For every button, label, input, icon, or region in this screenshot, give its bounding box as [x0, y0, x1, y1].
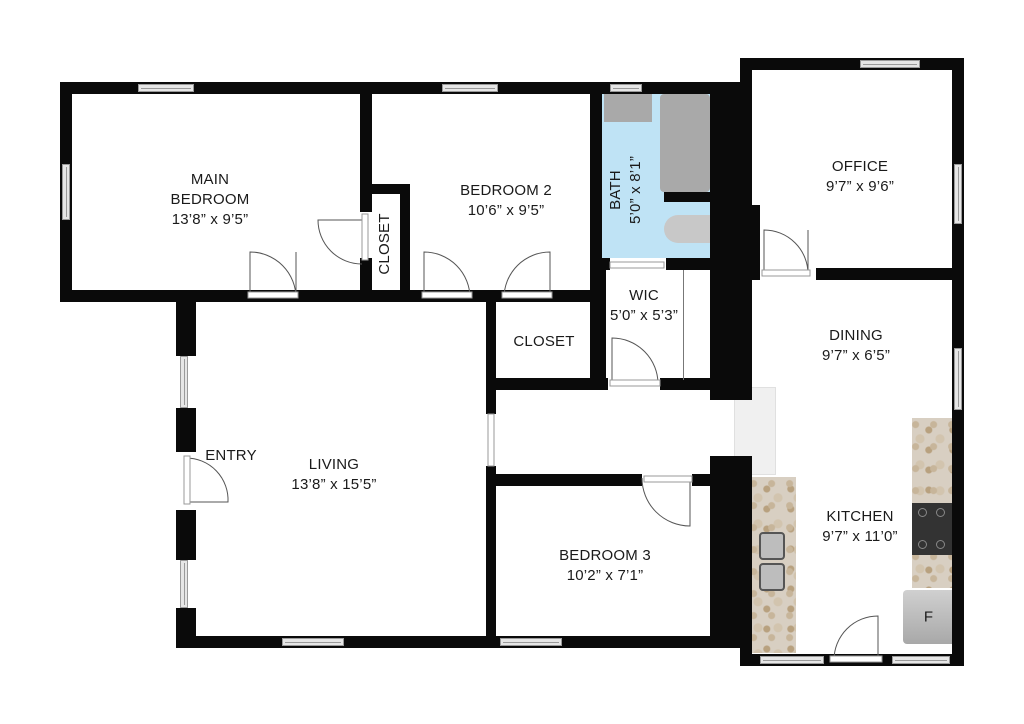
room-dining: DINING 9’7” x 6’5” [796, 326, 916, 366]
wall [60, 82, 740, 94]
wall [660, 378, 716, 390]
wall [360, 184, 410, 194]
room-name: KITCHEN [826, 508, 894, 525]
wall [664, 192, 712, 202]
room-living: LIVING 13’8” x 15’5” [272, 455, 396, 495]
window [180, 356, 188, 408]
window [138, 84, 194, 92]
room-dimensions: 9’7” x 11’0” [822, 528, 898, 545]
room-dimensions: 10’2” x 7’1” [566, 567, 644, 584]
wall [816, 268, 964, 280]
wall [596, 268, 606, 390]
room-name: BEDROOM [170, 191, 250, 208]
window [892, 656, 950, 664]
window [610, 84, 642, 92]
kitchen-sink-icon [759, 532, 785, 560]
room-kitchen: KITCHEN 9’7” x 11’0” [800, 507, 920, 547]
room-closet-main: CLOSET [375, 204, 395, 284]
room-name: BATH [607, 170, 624, 210]
room-dimensions: 9’7” x 6’5” [821, 347, 891, 364]
room-name: OFFICE [831, 158, 889, 175]
room-dimensions: 13’8” x 9’5” [171, 211, 249, 228]
toilet-icon [664, 215, 710, 243]
wall [486, 474, 642, 486]
wall [400, 184, 410, 302]
wall [740, 268, 760, 280]
room-entry: ENTRY [196, 446, 266, 466]
fridge-icon: F [903, 590, 954, 644]
kitchen-sink-icon [759, 563, 785, 591]
wall [740, 205, 760, 277]
room-dimensions: 5’0” x 8’1” [627, 155, 644, 225]
room-bedroom-3: BEDROOM 3 10’2” x 7’1” [540, 546, 670, 586]
fridge-label: F [923, 608, 934, 626]
room-dimensions: 5’0” x 5’3” [609, 307, 679, 324]
room-dimensions: 10’6” x 9’5” [467, 202, 545, 219]
room-office: OFFICE 9’7” x 9’6” [800, 157, 920, 197]
room-name: DINING [829, 327, 883, 344]
closet-rod [683, 270, 684, 380]
wall [486, 466, 496, 646]
wall [360, 258, 372, 302]
wall [600, 258, 610, 270]
window [442, 84, 498, 92]
room-dimensions: 13’8” x 15’5” [291, 476, 377, 493]
wall [740, 456, 752, 666]
room-name: BEDROOM 2 [460, 182, 552, 199]
wall [666, 258, 716, 270]
room-name: LIVING [308, 456, 360, 473]
room-name: BEDROOM 3 [559, 547, 651, 564]
room-dimensions: 9’7” x 9’6” [825, 178, 895, 195]
room-name: WIC [629, 287, 659, 304]
window [62, 164, 70, 220]
wall [740, 278, 752, 400]
window [860, 60, 920, 68]
room-wic: WIC 5’0” x 5’3” [594, 286, 694, 326]
bathtub-icon [660, 94, 710, 192]
window [954, 164, 962, 224]
room-name: MAIN [190, 171, 230, 188]
room-name: CLOSET [513, 333, 575, 350]
room-bath: BATH 5’0” x 8’1” [606, 130, 646, 250]
room-bedroom-2: BEDROOM 2 10’6” x 9’5” [436, 181, 576, 221]
room-closet-hall: CLOSET [504, 332, 584, 352]
room-name: ENTRY [205, 447, 257, 464]
wall [486, 378, 608, 390]
window [954, 348, 962, 410]
wall [176, 300, 196, 356]
room-name: CLOSET [376, 213, 393, 275]
door-icon [249, 251, 297, 299]
window [760, 656, 824, 664]
wall [740, 58, 752, 108]
wall [176, 408, 196, 452]
window [180, 560, 188, 608]
window [500, 638, 562, 646]
wall [360, 82, 372, 212]
stove-icon [912, 503, 954, 555]
room-main-bedroom: MAIN BEDROOM 13’8” x 9’5” [150, 170, 270, 230]
wall [486, 294, 496, 414]
wall [176, 510, 196, 560]
window [282, 638, 344, 646]
bathroom-sink-icon [604, 94, 652, 122]
